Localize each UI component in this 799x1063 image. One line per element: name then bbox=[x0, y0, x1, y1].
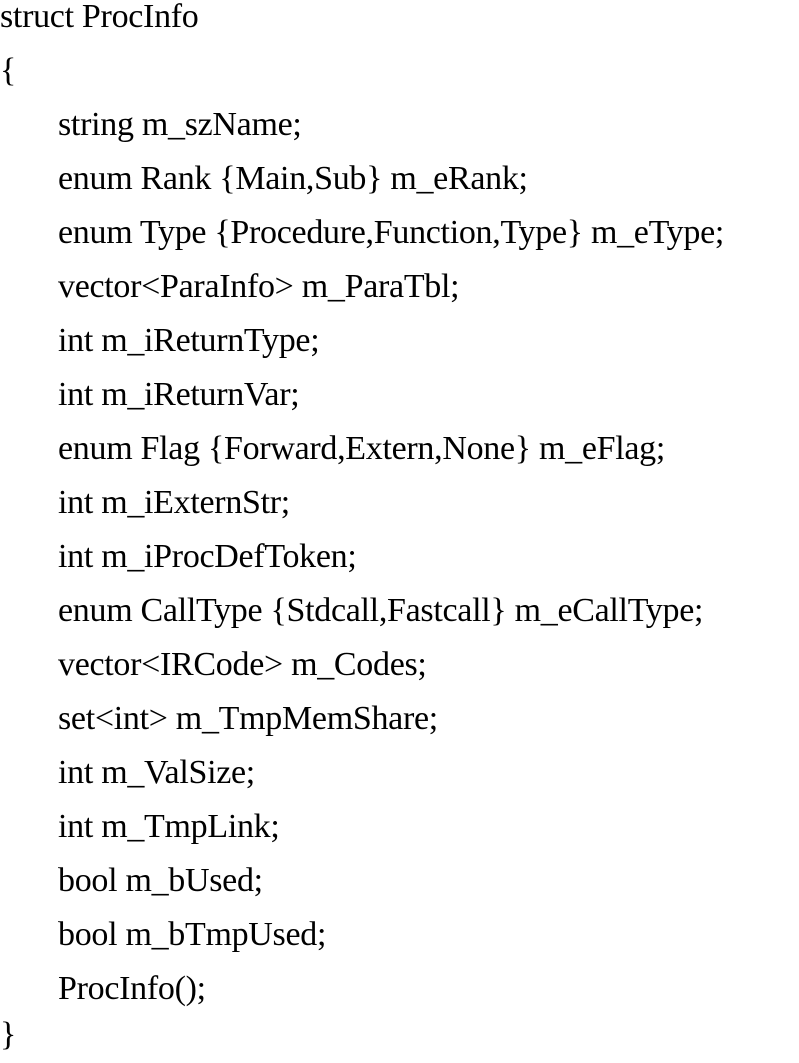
code-line: bool m_bTmpUsed; bbox=[58, 916, 327, 953]
code-line: enum Flag {Forward,Extern,None} m_eFlag; bbox=[58, 430, 666, 467]
code-line: bool m_bUsed; bbox=[58, 862, 263, 899]
code-line: int m_iProcDefToken; bbox=[58, 538, 357, 575]
code-line: int m_iReturnVar; bbox=[58, 376, 300, 413]
struct-declaration: struct ProcInfo bbox=[0, 0, 199, 35]
code-line: set<int> m_TmpMemShare; bbox=[58, 700, 438, 737]
code-line: vector<IRCode> m_Codes; bbox=[58, 646, 427, 683]
code-line: int m_ValSize; bbox=[58, 754, 255, 791]
code-line: vector<ParaInfo> m_ParaTbl; bbox=[58, 268, 460, 305]
code-line: int m_iReturnType; bbox=[58, 322, 320, 359]
code-line: enum Type {Procedure,Function,Type} m_eT… bbox=[58, 214, 725, 251]
code-line: int m_iExternStr; bbox=[58, 484, 290, 521]
code-line: enum CallType {Stdcall,Fastcall} m_eCall… bbox=[58, 592, 704, 629]
code-line: int m_TmpLink; bbox=[58, 808, 280, 845]
close-brace: } bbox=[0, 1016, 17, 1053]
code-line: ProcInfo(); bbox=[58, 970, 206, 1007]
code-line: string m_szName; bbox=[58, 106, 302, 143]
open-brace: { bbox=[0, 52, 17, 89]
code-line: enum Rank {Main,Sub} m_eRank; bbox=[58, 160, 528, 197]
